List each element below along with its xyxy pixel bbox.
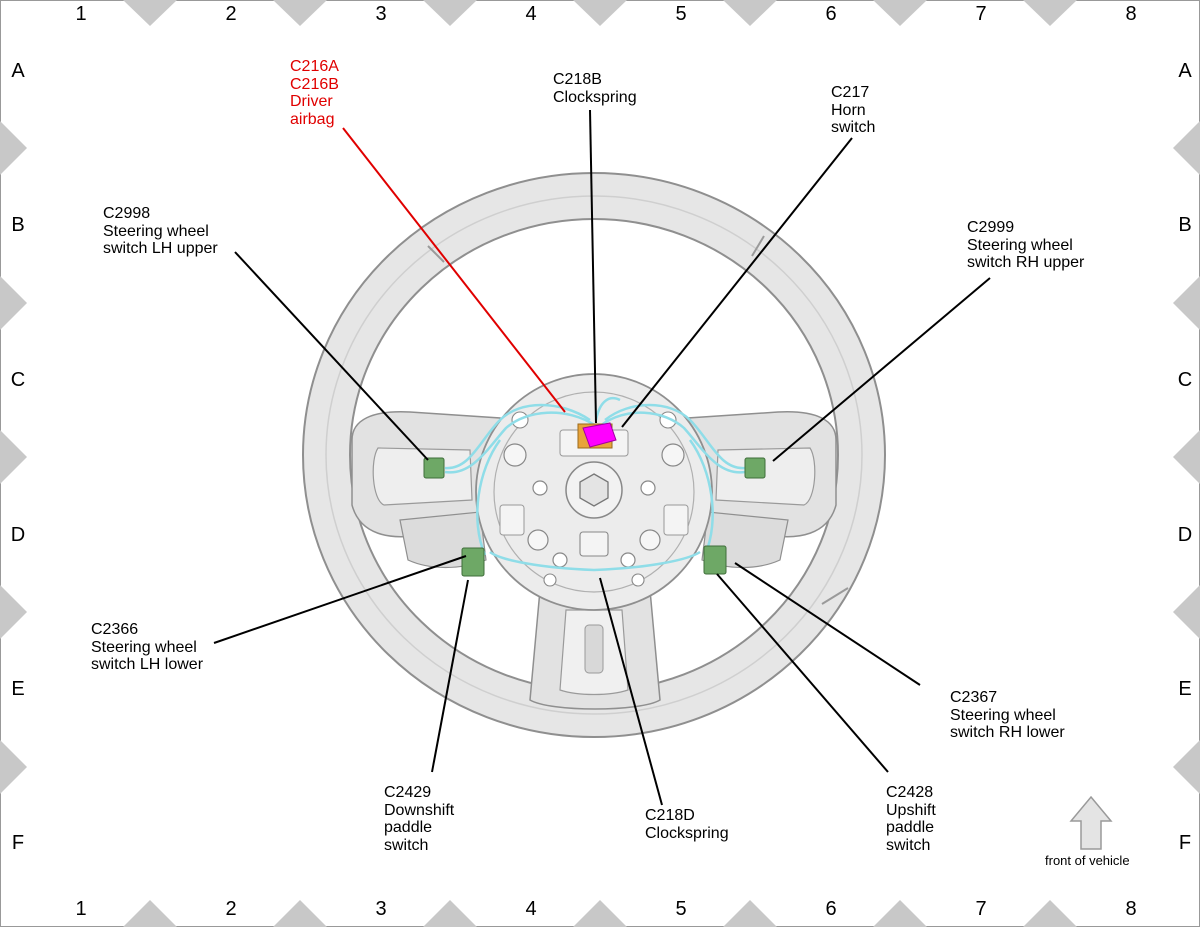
grid-col-3-top: 3	[375, 3, 387, 25]
front-of-vehicle-label: front of vehicle	[1045, 853, 1130, 868]
callout-line: C2998	[103, 205, 151, 222]
callout-c217-horn-switch: C217 Horn switch	[831, 84, 875, 137]
callout-line: switch RH lower	[950, 724, 1065, 741]
callout-line: Steering wheel	[103, 222, 209, 240]
connector-c2999	[744, 457, 766, 479]
connector-c2998	[423, 457, 445, 479]
grid-col-3-bottom: 3	[375, 898, 387, 920]
connector-c2367	[703, 545, 727, 575]
callout-line: switch	[831, 119, 876, 136]
grid-col-8-bottom: 8	[1125, 898, 1137, 920]
grid-row-a-left: A	[11, 60, 25, 82]
callout-line: switch RH upper	[967, 254, 1085, 271]
callout-line: Clockspring	[645, 824, 729, 842]
leader-c216	[342, 127, 566, 413]
callout-c2429-downshift: C2429 Downshift paddle switch	[384, 784, 454, 854]
grid-row-a-right: A	[1178, 60, 1192, 82]
grid-col-1-bottom: 1	[75, 898, 87, 920]
callout-line: C217	[831, 84, 870, 101]
callout-line: C218B	[553, 71, 602, 88]
callout-line: switch	[384, 836, 429, 854]
callout-line: airbag	[290, 110, 335, 128]
callout-line: C2428	[886, 784, 934, 801]
grid-col-4-top: 4	[525, 3, 537, 25]
callout-c218d-clockspring: C218D Clockspring	[645, 807, 729, 842]
bottom-border-triangles	[123, 900, 1077, 927]
grid-col-7-bottom: 7	[975, 898, 987, 920]
callout-line: paddle	[384, 819, 433, 836]
callout-line: switch LH lower	[91, 656, 204, 673]
grid-col-8-top: 8	[1125, 3, 1137, 25]
grid-row-d-right: D	[1177, 524, 1193, 546]
connector-c2366	[461, 547, 485, 577]
leader-c2366	[213, 555, 467, 644]
callout-line: C2367	[950, 689, 998, 706]
leader-c2429	[431, 579, 469, 773]
callout-line: switch LH upper	[103, 240, 218, 257]
callout-c2999-rh-upper: C2999 Steering wheel switch RH upper	[967, 219, 1084, 272]
grid-col-5-bottom: 5	[675, 898, 687, 920]
grid-row-f-left: F	[11, 832, 25, 854]
callout-line: C216A	[290, 58, 339, 75]
callout-c2998-lh-upper: C2998 Steering wheel switch LH upper	[103, 205, 218, 258]
leader-c218b	[589, 109, 597, 424]
leader-c217	[621, 137, 853, 428]
steering-wheel	[302, 172, 886, 738]
callout-line: Steering wheel	[967, 236, 1073, 254]
grid-row-d-left: D	[10, 524, 26, 546]
leader-c2999	[772, 277, 991, 462]
callout-c2367-rh-lower: C2367 Steering wheel switch RH lower	[950, 689, 1065, 742]
leader-c2367	[734, 562, 921, 686]
callout-line: Downshift	[384, 801, 455, 819]
callout-line: C2429	[384, 784, 432, 801]
callout-line: Steering wheel	[950, 706, 1056, 724]
grid-col-2-bottom: 2	[225, 898, 237, 920]
grid-col-1-top: 1	[75, 3, 87, 25]
leader-c2998	[234, 251, 429, 461]
callout-line: Clockspring	[553, 88, 637, 106]
grid-row-f-right: F	[1178, 832, 1192, 854]
callout-line: C216B	[290, 75, 339, 93]
up-arrow-icon	[1069, 795, 1113, 850]
grid-row-e-right: E	[1178, 678, 1192, 700]
leader-c2428	[716, 573, 889, 773]
callout-line: Steering wheel	[91, 638, 197, 656]
grid-row-c-left: C	[10, 369, 26, 391]
grid-row-e-left: E	[11, 678, 25, 700]
callout-line: C2366	[91, 621, 139, 638]
callout-c2366-lh-lower: C2366 Steering wheel switch LH lower	[91, 621, 203, 674]
callout-line: switch	[886, 836, 931, 854]
callout-line: Driver	[290, 93, 333, 110]
callout-line: C2999	[967, 219, 1015, 236]
grid-col-6-top: 6	[825, 3, 837, 25]
grid-col-5-top: 5	[675, 3, 687, 25]
airbag-connector	[582, 422, 617, 448]
grid-row-c-right: C	[1177, 369, 1193, 391]
grid-col-2-top: 2	[225, 3, 237, 25]
wiring-harness	[444, 396, 746, 572]
grid-col-6-bottom: 6	[825, 898, 837, 920]
callout-c218b-clockspring: C218B Clockspring	[553, 71, 637, 106]
callout-c2428-upshift: C2428 Upshift paddle switch	[886, 784, 936, 854]
grid-col-4-bottom: 4	[525, 898, 537, 920]
leader-c218d	[599, 577, 663, 806]
callout-line: C218D	[645, 807, 695, 824]
grid-col-7-top: 7	[975, 3, 987, 25]
left-border-triangles	[0, 121, 27, 794]
callout-line: Horn	[831, 101, 866, 119]
callout-line: Upshift	[886, 801, 936, 819]
grid-row-b-left: B	[11, 214, 25, 236]
callout-c216-driver-airbag: C216A C216B Driver airbag	[290, 58, 339, 128]
callout-line: paddle	[886, 819, 935, 836]
grid-row-b-right: B	[1178, 214, 1192, 236]
right-border-triangles	[1173, 121, 1200, 794]
leader-lines	[213, 109, 991, 806]
top-border-triangles	[123, 0, 1077, 26]
